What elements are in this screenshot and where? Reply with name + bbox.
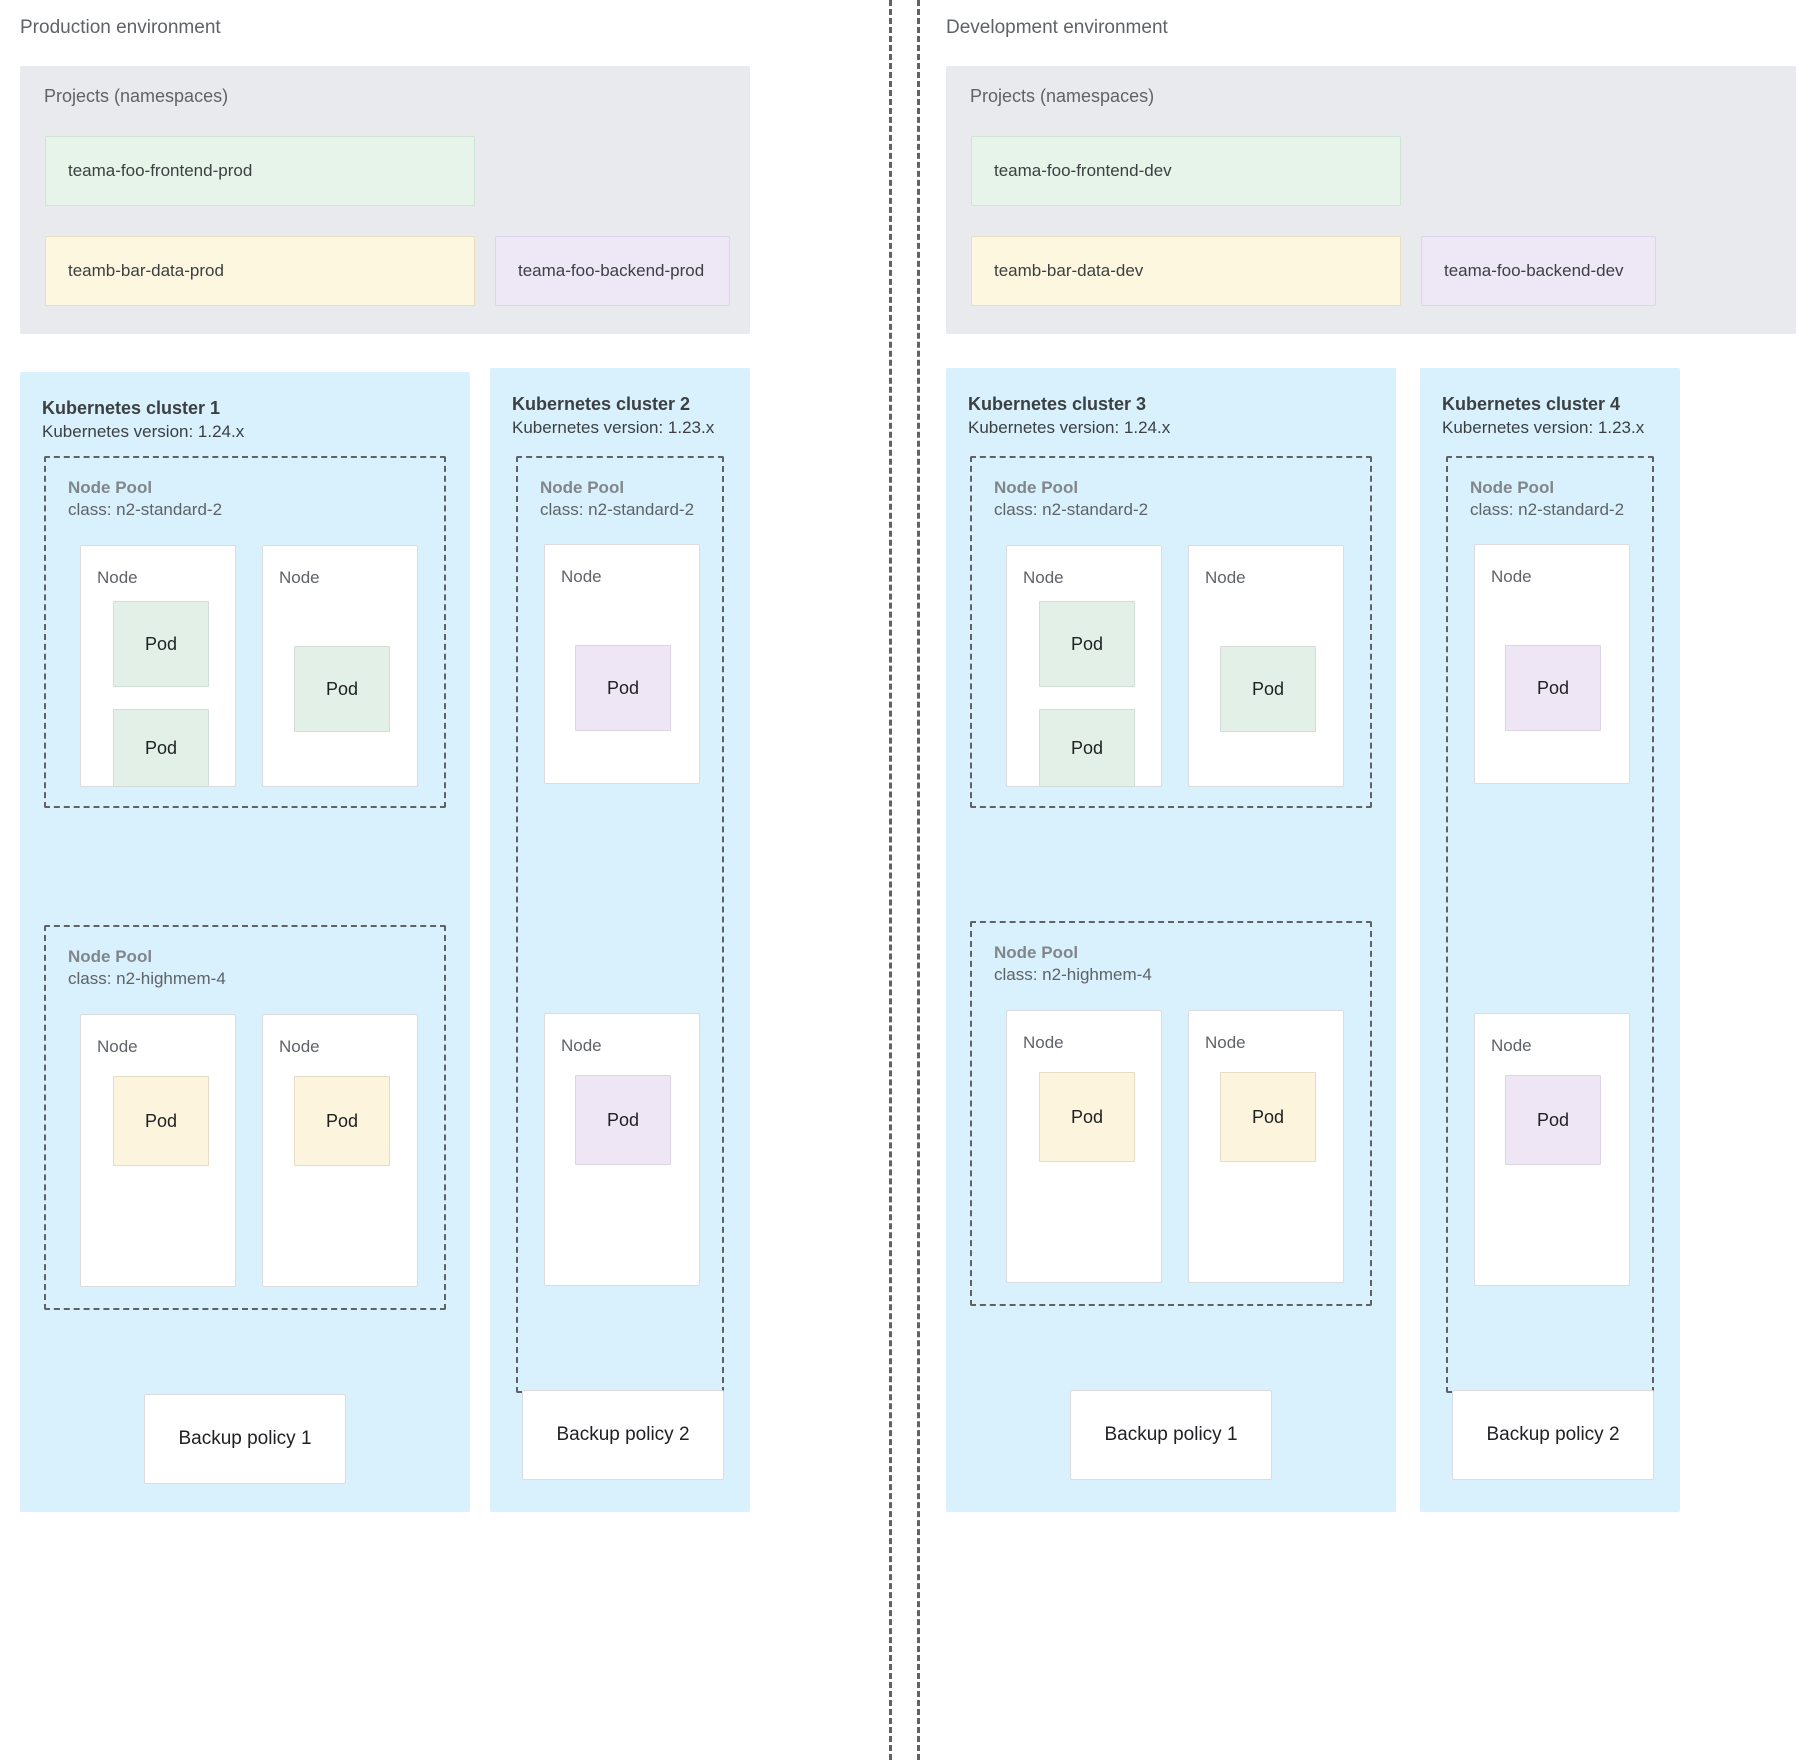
pod[interactable]: Pod	[294, 1076, 390, 1166]
node-pool-class: class: n2-highmem-4	[68, 969, 226, 988]
node[interactable]: Node Pod	[544, 1013, 700, 1286]
namespace-box[interactable]: teamb-bar-data-dev	[971, 236, 1401, 306]
node[interactable]: Node Pod	[1474, 544, 1630, 784]
kubernetes-cluster-2[interactable]: Kubernetes cluster 2 Kubernetes version:…	[490, 368, 750, 1512]
namespace-box[interactable]: teama-foo-backend-dev	[1421, 236, 1656, 306]
node-pool-class: class: n2-standard-2	[68, 500, 223, 519]
node[interactable]: Node Pod	[262, 545, 418, 787]
node-pool-class: class: n2-standard-2	[1470, 500, 1625, 519]
node-label: Node	[279, 568, 320, 587]
node[interactable]: Node Pod	[544, 544, 700, 784]
node-pool[interactable]: Node Pool class: n2-standard-2 Node Pod …	[1446, 456, 1654, 1393]
pod[interactable]: Pod	[1220, 1072, 1316, 1162]
environment-title: Development environment	[946, 17, 1168, 38]
projects-label: Projects (namespaces)	[44, 86, 229, 106]
node-pool-title: Node Pool	[68, 478, 153, 497]
node-pool[interactable]: Node Pool class: n2-standard-2 Node Pod …	[970, 456, 1372, 808]
environment-divider-left	[889, 0, 892, 1760]
kubernetes-cluster-3[interactable]: Kubernetes cluster 3 Kubernetes version:…	[946, 368, 1396, 1512]
node-pool[interactable]: Node Pool class: n2-highmem-4 Node Pod N…	[44, 925, 446, 1310]
cluster-title: Kubernetes cluster 3	[968, 394, 1147, 414]
backup-policy[interactable]: Backup policy 1	[1070, 1390, 1272, 1480]
namespace-box[interactable]: teama-foo-backend-prod	[495, 236, 730, 306]
node-label: Node	[279, 1037, 320, 1056]
pod[interactable]: Pod	[1039, 1072, 1135, 1162]
pod[interactable]: Pod	[1039, 601, 1135, 687]
cluster-version: Kubernetes version: 1.23.x	[1442, 418, 1645, 437]
node-pool-class: class: n2-standard-2	[994, 500, 1149, 519]
pod[interactable]: Pod	[1039, 709, 1135, 787]
node-label: Node	[1205, 568, 1246, 587]
node-label: Node	[1205, 1033, 1246, 1052]
node-label: Node	[561, 1036, 602, 1055]
node[interactable]: Node Pod	[1188, 545, 1344, 787]
cluster-title: Kubernetes cluster 4	[1442, 394, 1621, 414]
backup-policy[interactable]: Backup policy 2	[522, 1390, 724, 1480]
node[interactable]: Node Pod	[80, 1014, 236, 1287]
namespace-box[interactable]: teama-foo-frontend-dev	[971, 136, 1401, 206]
cluster-version: Kubernetes version: 1.24.x	[968, 418, 1171, 437]
node-pool[interactable]: Node Pool class: n2-standard-2 Node Pod …	[44, 456, 446, 808]
node-label: Node	[561, 567, 602, 586]
node-pool-class: class: n2-standard-2	[540, 500, 695, 519]
backup-policy[interactable]: Backup policy 2	[1452, 1390, 1654, 1480]
pod[interactable]: Pod	[294, 646, 390, 732]
node-pool-title: Node Pool	[68, 947, 153, 966]
node-label: Node	[97, 568, 138, 587]
node-label: Node	[97, 1037, 138, 1056]
pod[interactable]: Pod	[575, 645, 671, 731]
node-label: Node	[1023, 568, 1064, 587]
pod[interactable]: Pod	[113, 1076, 209, 1166]
node-pool-title: Node Pool	[540, 478, 625, 497]
node-pool-title: Node Pool	[994, 478, 1079, 497]
environment-title: Production environment	[20, 17, 221, 38]
namespace-box[interactable]: teama-foo-frontend-prod	[45, 136, 475, 206]
node[interactable]: Node Pod	[1188, 1010, 1344, 1283]
pod[interactable]: Pod	[575, 1075, 671, 1165]
pod[interactable]: Pod	[113, 709, 209, 787]
cluster-version: Kubernetes version: 1.23.x	[512, 418, 715, 437]
node-label: Node	[1023, 1033, 1064, 1052]
node-label: Node	[1491, 567, 1532, 586]
projects-panel: Projects (namespaces) teama-foo-frontend…	[946, 66, 1796, 334]
projects-panel: Projects (namespaces) teama-foo-frontend…	[20, 66, 750, 334]
node-pool[interactable]: Node Pool class: n2-standard-2 Node Pod …	[516, 456, 724, 1393]
node-pool-title: Node Pool	[994, 943, 1079, 962]
node-pool-title: Node Pool	[1470, 478, 1555, 497]
node-label: Node	[1491, 1036, 1532, 1055]
projects-label: Projects (namespaces)	[970, 86, 1155, 106]
pod[interactable]: Pod	[113, 601, 209, 687]
node[interactable]: Node Pod Pod	[1006, 545, 1162, 787]
node[interactable]: Node Pod	[1474, 1013, 1630, 1286]
kubernetes-cluster-1[interactable]: Kubernetes cluster 1 Kubernetes version:…	[20, 372, 470, 1512]
pod[interactable]: Pod	[1220, 646, 1316, 732]
environment-divider-right	[917, 0, 920, 1760]
node[interactable]: Node Pod	[262, 1014, 418, 1287]
node[interactable]: Node Pod Pod	[80, 545, 236, 787]
cluster-title: Kubernetes cluster 1	[42, 398, 221, 418]
cluster-version: Kubernetes version: 1.24.x	[42, 422, 245, 441]
node[interactable]: Node Pod	[1006, 1010, 1162, 1283]
kubernetes-cluster-4[interactable]: Kubernetes cluster 4 Kubernetes version:…	[1420, 368, 1680, 1512]
cluster-title: Kubernetes cluster 2	[512, 394, 691, 414]
backup-policy[interactable]: Backup policy 1	[144, 1394, 346, 1484]
pod[interactable]: Pod	[1505, 1075, 1601, 1165]
namespace-box[interactable]: teamb-bar-data-prod	[45, 236, 475, 306]
pod[interactable]: Pod	[1505, 645, 1601, 731]
node-pool-class: class: n2-highmem-4	[994, 965, 1152, 984]
node-pool[interactable]: Node Pool class: n2-highmem-4 Node Pod N…	[970, 921, 1372, 1306]
